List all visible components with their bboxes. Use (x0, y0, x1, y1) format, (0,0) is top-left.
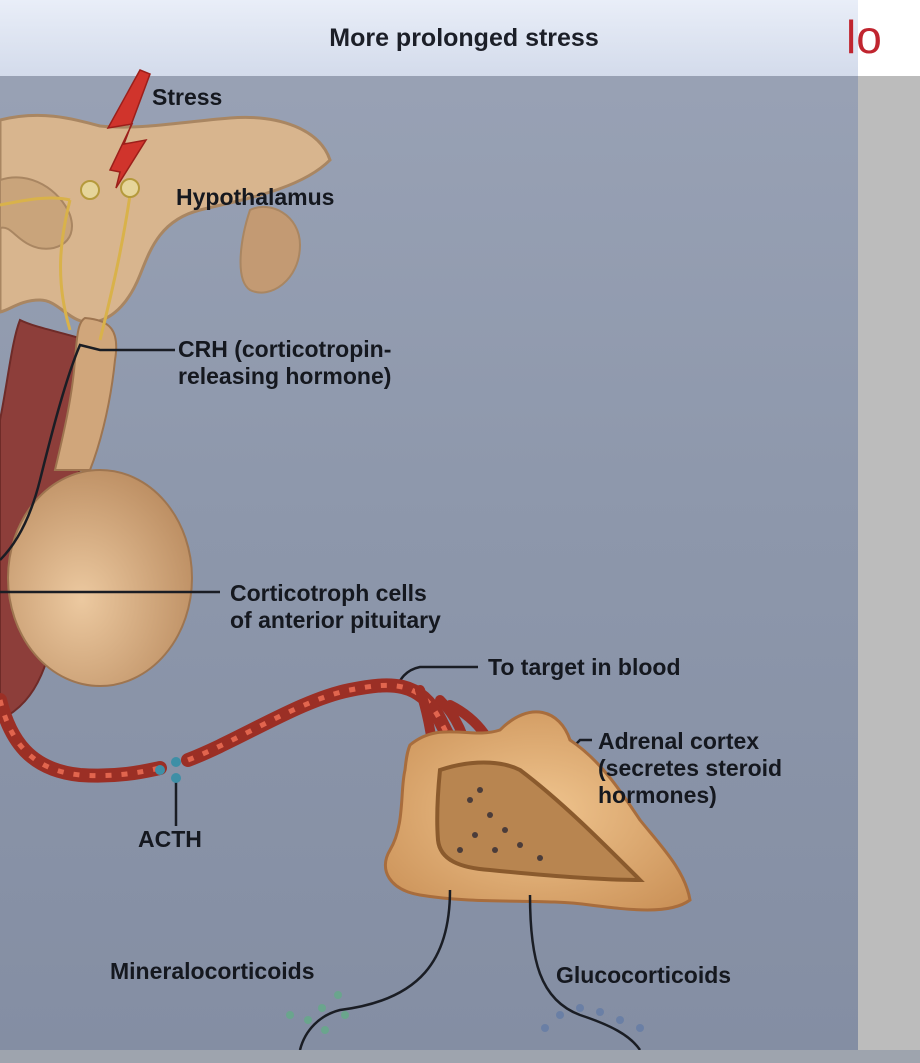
label-to-target: To target in blood (488, 654, 681, 681)
label-corticotroph-line1: Corticotroph cells (230, 580, 441, 607)
bottom-strip (0, 1050, 920, 1063)
label-acth: ACTH (138, 826, 202, 853)
mineralocorticoid-outflow (300, 890, 450, 1050)
label-adrenal-line3: hormones) (598, 782, 782, 809)
acth-molecule (155, 765, 165, 775)
brain-lobe (241, 207, 300, 293)
anatomy-illustration (0, 0, 858, 1050)
label-mineralocorticoids: Mineralocorticoids (110, 958, 314, 985)
blood-vessel (0, 685, 470, 775)
label-adrenal-line2: (secretes steroid (598, 755, 782, 782)
slide-title-fragment: lo (846, 14, 882, 60)
stress-response-diagram: More prolonged stress Stress Hypothalamu… (0, 0, 858, 1050)
label-corticotroph-line2: of anterior pituitary (230, 607, 441, 634)
header-title: More prolonged stress (0, 0, 858, 76)
label-corticotroph: Corticotroph cells of anterior pituitary (230, 580, 441, 634)
label-glucocorticoids: Glucocorticoids (556, 962, 731, 989)
label-adrenal-line1: Adrenal cortex (598, 728, 782, 755)
mineralocorticoid-molecules (286, 991, 349, 1034)
acth-molecule (171, 773, 181, 783)
blood-vessel-stripes (0, 685, 470, 775)
label-hypothalamus: Hypothalamus (176, 184, 334, 211)
neuron-body (81, 181, 99, 199)
label-crh-line1: CRH (corticotropin- (178, 336, 391, 363)
glucocorticoid-molecules (541, 1004, 644, 1032)
slide-right-panel (858, 76, 920, 1050)
label-adrenal: Adrenal cortex (secretes steroid hormone… (598, 728, 782, 809)
neuron-body (121, 179, 139, 197)
acth-molecule (171, 757, 181, 767)
label-crh: CRH (corticotropin- releasing hormone) (178, 336, 391, 390)
label-stress: Stress (152, 84, 222, 111)
label-crh-line2: releasing hormone) (178, 363, 391, 390)
anterior-pituitary (8, 470, 192, 686)
